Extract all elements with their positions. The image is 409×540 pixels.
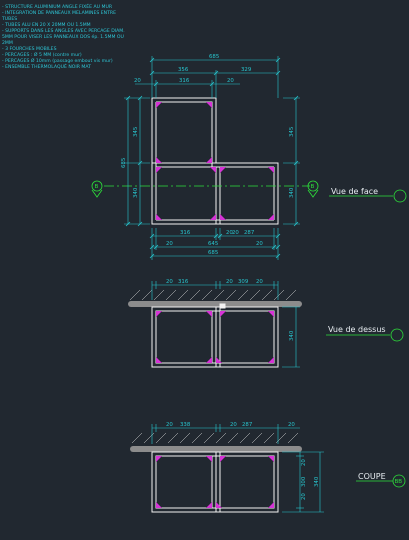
top-dim-a: 20	[166, 279, 173, 285]
front-frame	[151, 97, 279, 225]
dim-bot-row2-a: 20	[166, 241, 173, 247]
front-view-label: Vue de face	[331, 187, 378, 196]
spec-note: - INTEGRATION DE PANNEAUX MELAMINES ENTR…	[2, 11, 116, 22]
top-dim-right: 340	[289, 330, 295, 341]
section-dim-right-a: 20	[301, 459, 307, 466]
top-dim-d: 309	[238, 279, 249, 285]
top-view: 20 316 20 309 20 340 Vue de dessus	[128, 279, 404, 368]
section-frame	[151, 451, 279, 513]
section-dimensions	[151, 424, 324, 513]
spec-note: - 3 FOURCHES MOBILES	[2, 47, 57, 52]
dim-bot-row1-a: 316	[180, 230, 191, 236]
top-dimensions	[151, 281, 300, 368]
section-dim-right-c: 20	[301, 493, 307, 500]
front-view: B B	[91, 54, 407, 260]
section-marker-left: B	[95, 184, 99, 190]
top-brackets	[156, 311, 274, 363]
front-brackets	[156, 102, 274, 220]
dim-left-upper: 345	[133, 127, 139, 137]
spec-note: - PERCAGES Ø 10mm (passage embout vis mu…	[2, 59, 113, 64]
spec-note: - SUPPORTS DANS LES ANGLES AVEC PERCAGE …	[2, 29, 125, 46]
front-dim-ticks	[125, 57, 299, 259]
spec-notes: - STRUCTURE ALUMINIUM ANGLE FIXÉE AU MUR…	[2, 5, 130, 71]
section-wall-hatch	[131, 432, 299, 444]
spec-note: - PERCAGES : Ø 5 MM (contre mur)	[2, 53, 82, 58]
section-dim-right-total: 340	[314, 476, 320, 487]
spec-note: - ENSEMBLE THERMOLAQUÉ NOIR MAT	[2, 65, 91, 70]
dim-bot-row2-c: 20	[256, 241, 263, 247]
top-dim-b: 316	[178, 279, 189, 285]
spec-note: - TUBES ALU EN 20 X 20MM OU 1.5MM	[2, 23, 91, 28]
section-view-label: COUPE	[358, 472, 386, 481]
top-frame	[151, 303, 279, 368]
dim-top-seg-1: 356	[178, 67, 189, 73]
top-wall-hatch	[129, 289, 297, 301]
section-dim-b: 338	[180, 422, 191, 428]
section-view-label-group: COUPE BB	[356, 472, 406, 488]
dim-bot-row1-b: 20	[226, 230, 233, 236]
section-dim-right-b: 300	[301, 476, 307, 487]
dim-right-upper: 345	[289, 127, 295, 137]
dim-top-sub-2: 316	[179, 78, 190, 84]
dim-top-sub-1: 20	[134, 78, 141, 84]
dim-right-lower: 340	[289, 187, 295, 198]
front-dimensions	[124, 56, 300, 260]
dim-left-total: 685	[121, 158, 127, 168]
dim-bot-row1-d: 287	[244, 230, 254, 236]
dim-left-lower: 340	[133, 187, 139, 198]
spec-note: - STRUCTURE ALUMINIUM ANGLE FIXÉE AU MUR	[2, 5, 113, 10]
dim-top-seg-2: 329	[241, 67, 252, 73]
section-marker-label: BB	[395, 479, 403, 485]
section-dim-a: 20	[166, 422, 173, 428]
section-dim-e: 20	[288, 422, 295, 428]
dim-bot-row1-c: 20	[232, 230, 239, 236]
section-wall	[130, 446, 302, 452]
section-dim-d: 287	[242, 422, 252, 428]
top-wall	[128, 301, 302, 307]
section-dim-c: 20	[230, 422, 237, 428]
dim-top-sub-3: 20	[227, 78, 234, 84]
top-view-label-group: Vue de dessus	[326, 325, 404, 342]
dim-bot-total: 685	[208, 250, 218, 256]
section-view: 20 338 20 287 20 20 300 20 340 COUPE BB	[130, 422, 406, 513]
section-brackets	[156, 456, 274, 508]
top-view-label: Vue de dessus	[328, 325, 386, 334]
section-marker-right: B	[311, 184, 315, 190]
dim-overall-top: 685	[209, 54, 219, 60]
top-dim-e: 20	[256, 279, 263, 285]
section-axis	[91, 180, 319, 198]
top-dim-c: 20	[226, 279, 233, 285]
front-view-label-group: Vue de face	[329, 187, 407, 203]
dim-bot-row2-b: 645	[208, 241, 218, 247]
